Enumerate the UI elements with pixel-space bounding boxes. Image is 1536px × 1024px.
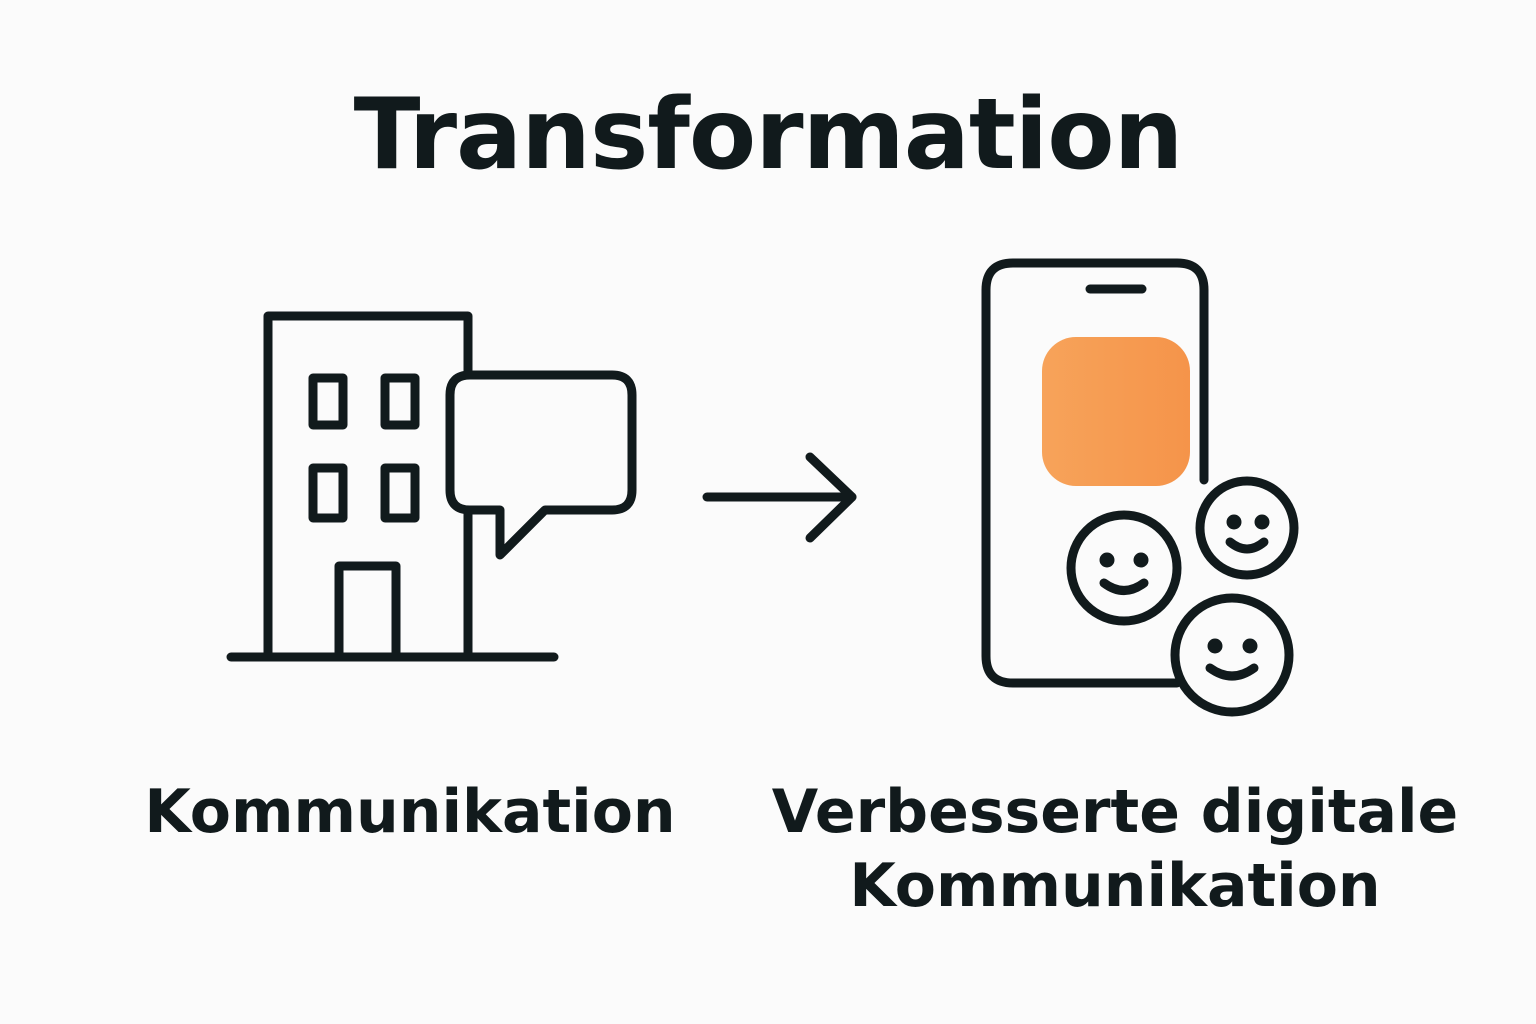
label-verbesserte-kommunikation: Verbesserte digitale Kommunikation: [770, 775, 1460, 923]
smiley-icon: [1195, 476, 1299, 580]
speech-bubble-icon: [445, 370, 637, 560]
label-line-2: Kommunikation: [849, 851, 1381, 921]
label-kommunikation: Kommunikation: [144, 777, 676, 847]
app-tile: [1042, 337, 1190, 486]
label-line-1: Verbesserte digitale: [771, 777, 1459, 847]
smiley-icon: [1066, 510, 1182, 626]
smiley-icon: [1170, 593, 1294, 717]
page-title: Transformation: [353, 78, 1184, 192]
building-icon: [226, 311, 559, 662]
smartphone-icon: [981, 258, 1209, 688]
arrow-right-icon: [702, 452, 857, 543]
